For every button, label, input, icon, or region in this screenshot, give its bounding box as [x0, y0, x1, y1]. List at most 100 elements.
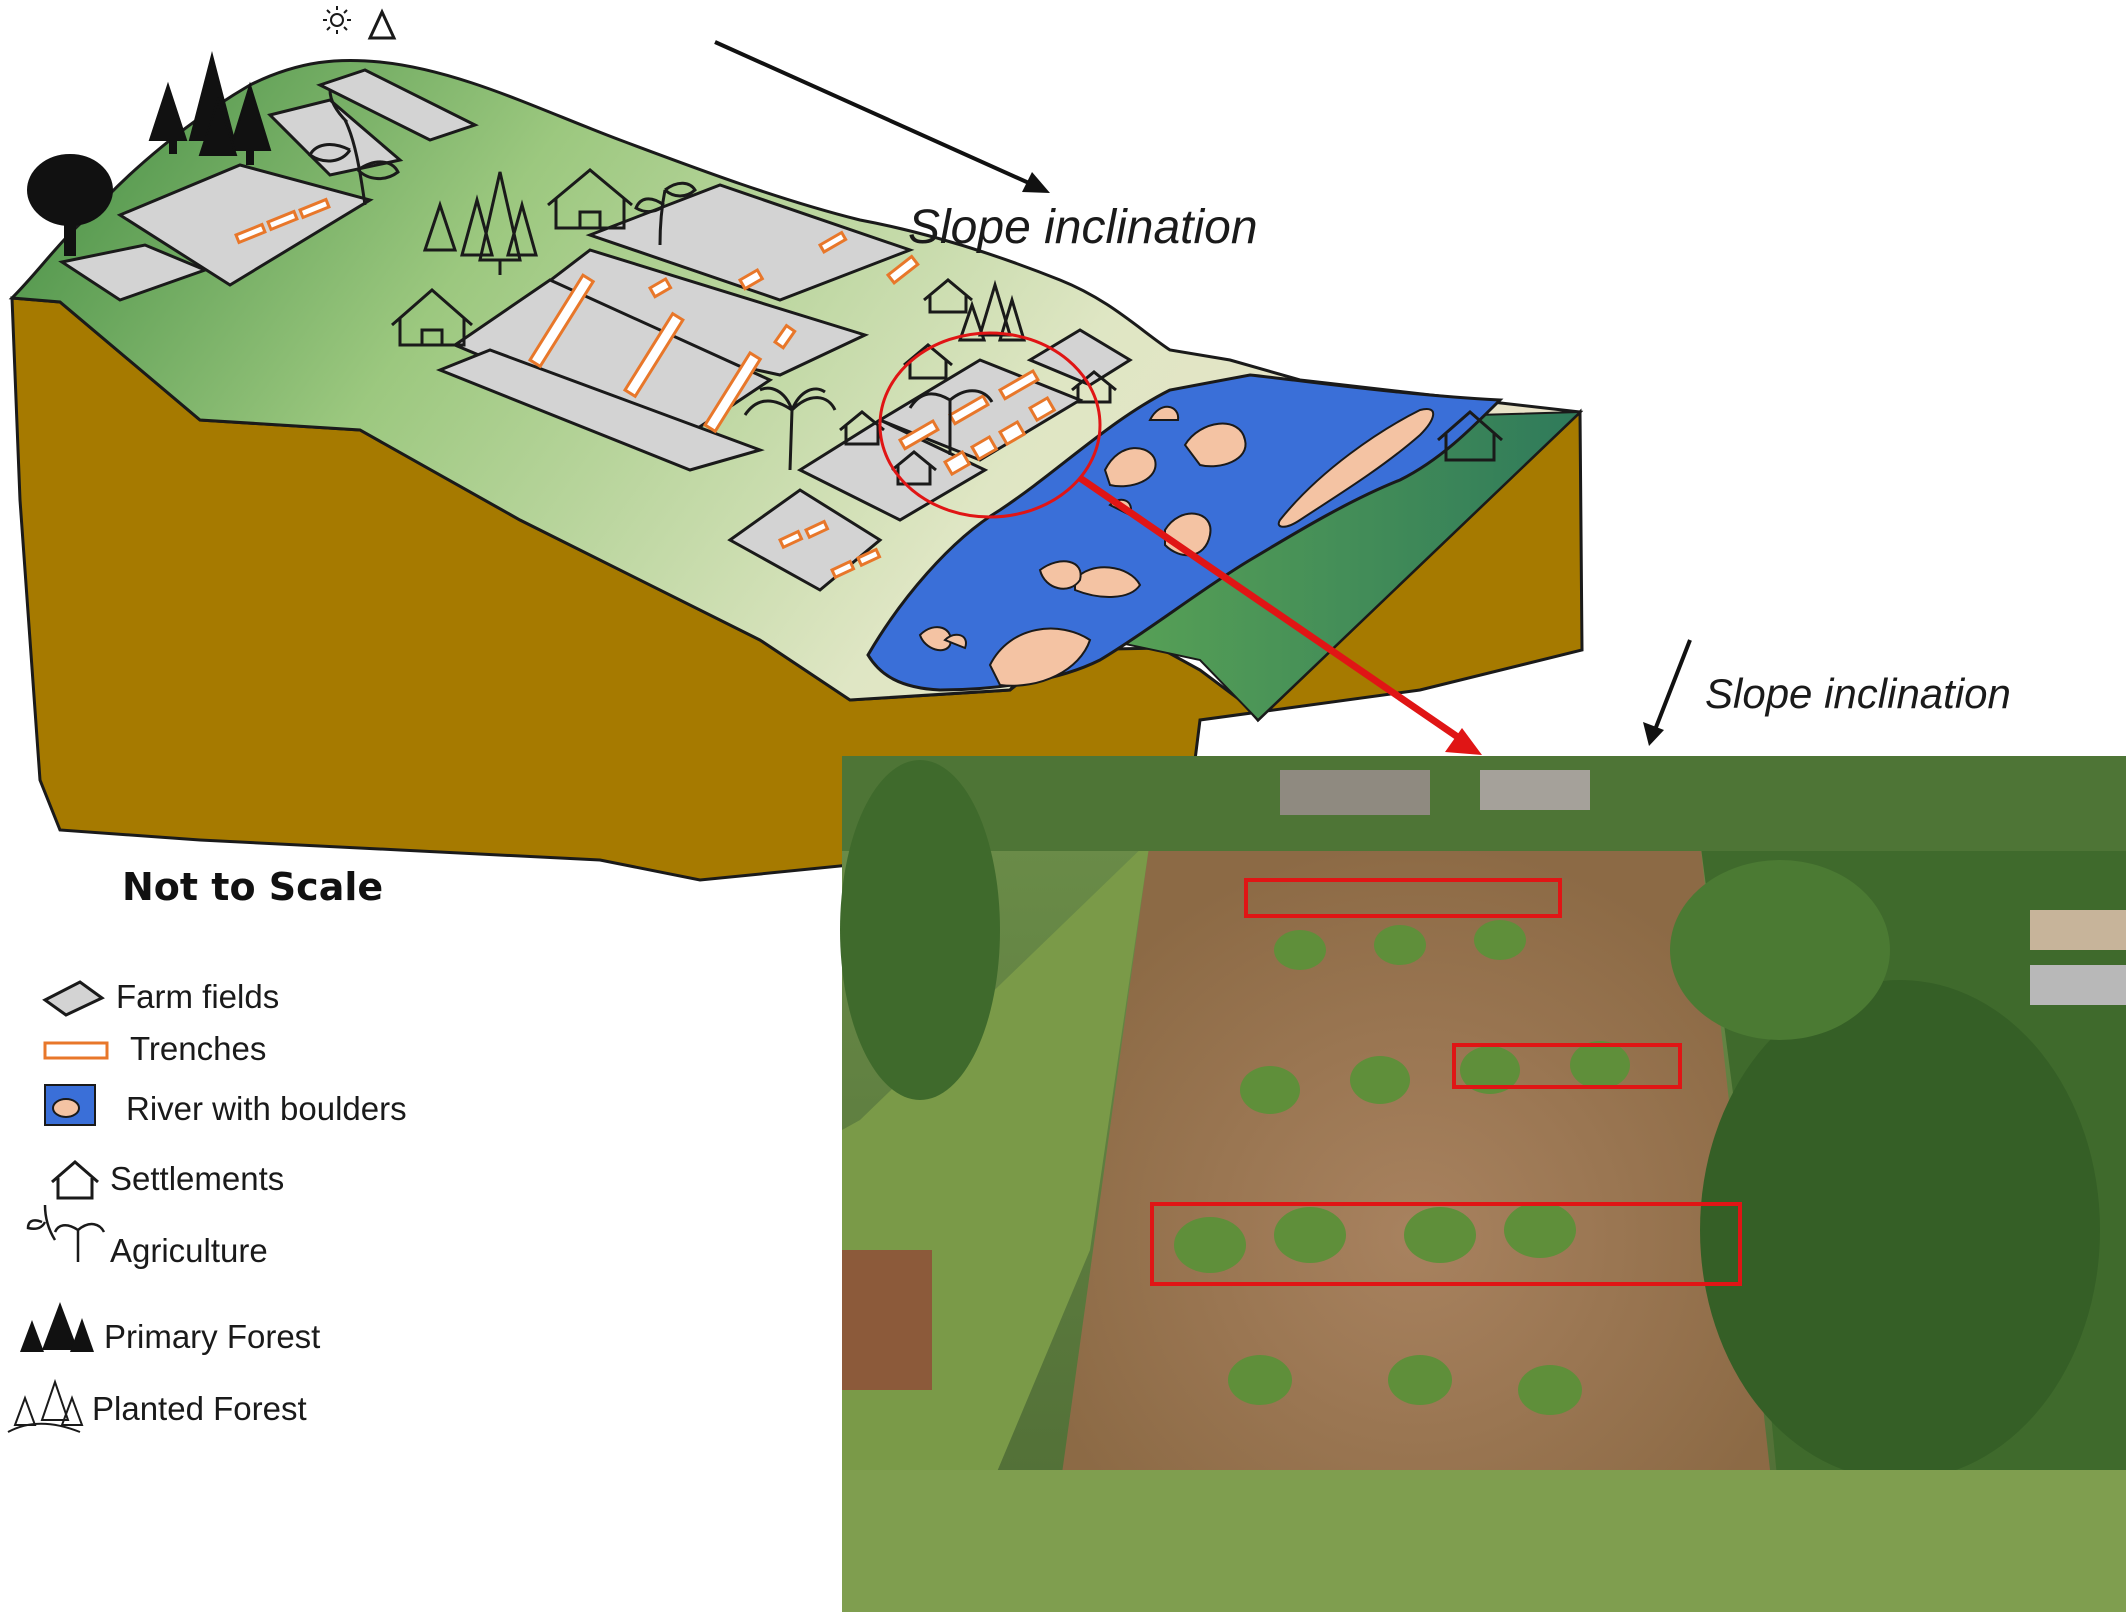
trenches	[234, 197, 1057, 580]
trench-highlight-box	[1244, 878, 1562, 918]
boulder	[1148, 405, 1180, 421]
boulder	[1183, 422, 1247, 468]
dark-tree-icon	[148, 81, 188, 141]
palm-tree-icon	[908, 389, 994, 455]
farm-field	[316, 68, 479, 142]
sun-icon	[330, 13, 344, 27]
pine-tree-icon	[957, 300, 987, 342]
banana-plant	[1240, 1066, 1300, 1114]
banana-plant	[1274, 930, 1326, 970]
pine-tree-icon	[506, 199, 538, 257]
scale-note: Not to Scale	[122, 865, 384, 909]
photo-shrub	[840, 760, 1000, 1100]
legend-primary-forest-icon	[20, 1302, 94, 1352]
trench	[804, 519, 830, 540]
house-icon	[547, 168, 633, 230]
house-icon	[839, 410, 885, 446]
legend-settlements-label: Settlements	[110, 1160, 285, 1197]
trench-highlight-box	[1150, 1202, 1742, 1286]
palm-trees	[743, 386, 994, 471]
trench	[817, 230, 848, 254]
block-diagram	[8, 6, 1584, 882]
pine-tree-icon	[977, 279, 1013, 337]
photo-building	[842, 1250, 932, 1390]
trench	[885, 254, 920, 285]
slope-arrow-top-head	[1022, 172, 1050, 193]
trench	[298, 197, 331, 220]
photo-building	[1280, 770, 1430, 815]
field-photograph	[840, 756, 2126, 1612]
trench	[266, 209, 299, 232]
boulder	[1277, 408, 1435, 528]
trench	[737, 267, 765, 291]
legend-agriculture-label: Agriculture	[110, 1232, 268, 1269]
legend-trenches-label: Trenches	[130, 1030, 267, 1067]
legend-planted-forest-label: Planted Forest	[92, 1390, 307, 1427]
photo-banana-plants	[1174, 920, 1630, 1415]
legend-pine-tree	[40, 1378, 70, 1421]
farm-field	[1026, 328, 1133, 387]
legend-dark-tree	[70, 1318, 94, 1352]
banana-plant	[1388, 1355, 1452, 1405]
photo-bottom-grass	[842, 1470, 2126, 1612]
trench	[527, 273, 596, 369]
house-icon	[1437, 410, 1503, 462]
zoom-connector-arrow	[1078, 475, 1467, 745]
slope-inclination-photo-label: Slope inclination	[1705, 670, 2011, 717]
dark-tree-trunk	[246, 147, 254, 165]
trench	[702, 350, 763, 434]
legend-river-label: River with boulders	[126, 1090, 407, 1127]
trench	[234, 222, 267, 245]
pine-tree-icon	[422, 200, 458, 252]
legend-symbols	[7, 980, 109, 1433]
boulder	[1038, 560, 1082, 590]
banana-plant	[1504, 1202, 1576, 1258]
banana-plant	[1174, 1217, 1246, 1273]
banana-plant	[1228, 1355, 1292, 1405]
trench	[856, 547, 882, 568]
plant-icon	[634, 181, 697, 246]
legend-trench-icon	[43, 1041, 109, 1060]
banana-plant	[1570, 1041, 1630, 1089]
legend-settlement-icon	[51, 1160, 99, 1200]
legend-planted-forest-icon	[7, 1378, 84, 1433]
legend-primary-forest-label: Primary Forest	[104, 1318, 321, 1355]
highlight-circle	[878, 331, 1102, 519]
slope-arrow-photo-head	[1643, 722, 1664, 746]
banana-plant	[1474, 920, 1526, 960]
plant-icon	[308, 89, 400, 206]
hilltop-icons	[323, 6, 351, 34]
banana-plant	[1374, 925, 1426, 965]
trench	[1027, 395, 1057, 423]
legend-pine-tree	[13, 1395, 37, 1426]
boulder	[943, 633, 967, 650]
pine-tree-icon	[367, 8, 397, 40]
boulder	[918, 626, 952, 652]
legend-ground	[7, 1422, 81, 1433]
boulder	[1103, 447, 1157, 488]
dark-tree-trunk	[169, 134, 177, 154]
boulder	[1074, 566, 1142, 598]
trench	[997, 419, 1027, 447]
banana-plant	[1404, 1207, 1476, 1263]
photo-shrub	[1670, 860, 1890, 1040]
trench	[969, 434, 999, 462]
zoom-connector-arrow-head	[1445, 728, 1482, 755]
banana-plant	[1350, 1056, 1410, 1104]
trench	[778, 529, 804, 550]
trench	[830, 559, 856, 580]
trench	[772, 323, 797, 350]
legend-farm-field-icon	[42, 980, 105, 1017]
farm-field	[585, 183, 915, 302]
planted-forest	[367, 8, 1027, 342]
trench	[647, 276, 673, 299]
trench-highlight-box	[1452, 1043, 1682, 1089]
dark-tree-trunk	[209, 134, 217, 154]
house-icon	[391, 288, 473, 347]
slope-arrow-top	[714, 40, 1041, 190]
trench	[897, 418, 940, 451]
farm-field	[435, 348, 765, 472]
primary-forest	[27, 51, 272, 256]
trench	[947, 393, 990, 426]
